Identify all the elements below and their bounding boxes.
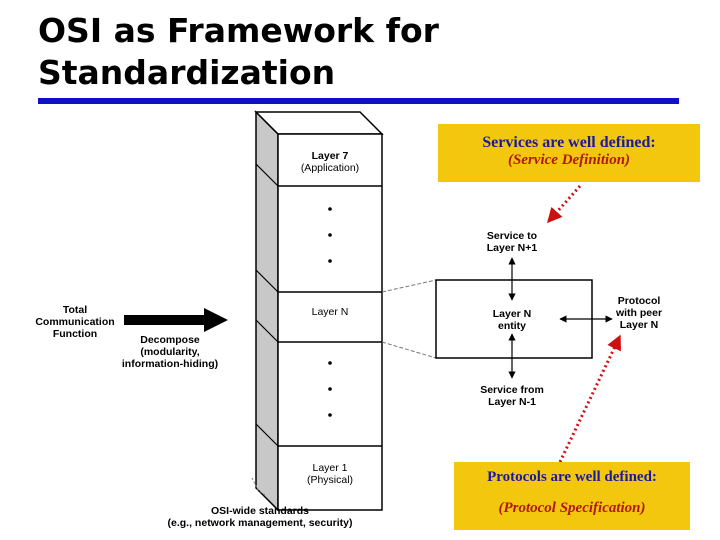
protocol-label: Protocol with peer Layer N: [615, 295, 663, 331]
title-underline: [38, 98, 679, 104]
ellipsis-dot: [328, 233, 332, 237]
expansion-line-top: [381, 279, 437, 293]
layerN-label: Layer N: [311, 306, 349, 318]
protocols-callout-subtitle: (Protocol Specification): [498, 500, 646, 516]
title-line-2: Standardization: [38, 53, 336, 92]
layer1-label: Layer 1 (Physical): [306, 462, 354, 486]
title-line-1: OSI as Framework for: [38, 11, 439, 50]
services-pointer-arrow: [546, 185, 582, 224]
protocols-callout: Protocols are well defined: (Protocol Sp…: [454, 462, 690, 530]
decompose-arrow-shaft: [124, 315, 204, 325]
expansion-line-bottom: [381, 341, 437, 359]
ellipsis-dot: [328, 207, 332, 211]
protocols-callout-title: Protocols are well defined:: [487, 469, 657, 485]
slide-title: OSI as Framework for Standardization: [38, 10, 439, 94]
osi-wide-leader: [251, 477, 267, 497]
services-callout-subtitle: (Service Definition): [507, 152, 631, 168]
ellipsis-dot: [328, 387, 332, 391]
decompose-arrow-head: [204, 308, 228, 332]
stack-side-face: [255, 110, 279, 512]
osi-wide-standards-label: OSI-wide standards (e.g., network manage…: [167, 505, 353, 529]
services-callout-title: Services are well defined:: [482, 134, 656, 151]
service-from-label: Service from Layer N-1: [480, 384, 544, 408]
entity-label: Layer N entity: [472, 308, 552, 332]
decompose-label: Decompose (modularity, information-hidin…: [121, 334, 219, 370]
layer7-label: Layer 7 (Application): [300, 150, 360, 174]
stack-front-face: [277, 133, 383, 511]
protocols-pointer-arrow: [558, 334, 622, 463]
stack-top-face: [254, 111, 384, 135]
services-callout: Services are well defined: (Service Defi…: [438, 124, 700, 182]
ellipsis-dot: [328, 259, 332, 263]
service-to-label: Service to Layer N+1: [486, 230, 538, 254]
total-function-label: Total Communication Function: [35, 304, 115, 340]
ellipsis-dot: [328, 413, 332, 417]
ellipsis-dot: [328, 361, 332, 365]
